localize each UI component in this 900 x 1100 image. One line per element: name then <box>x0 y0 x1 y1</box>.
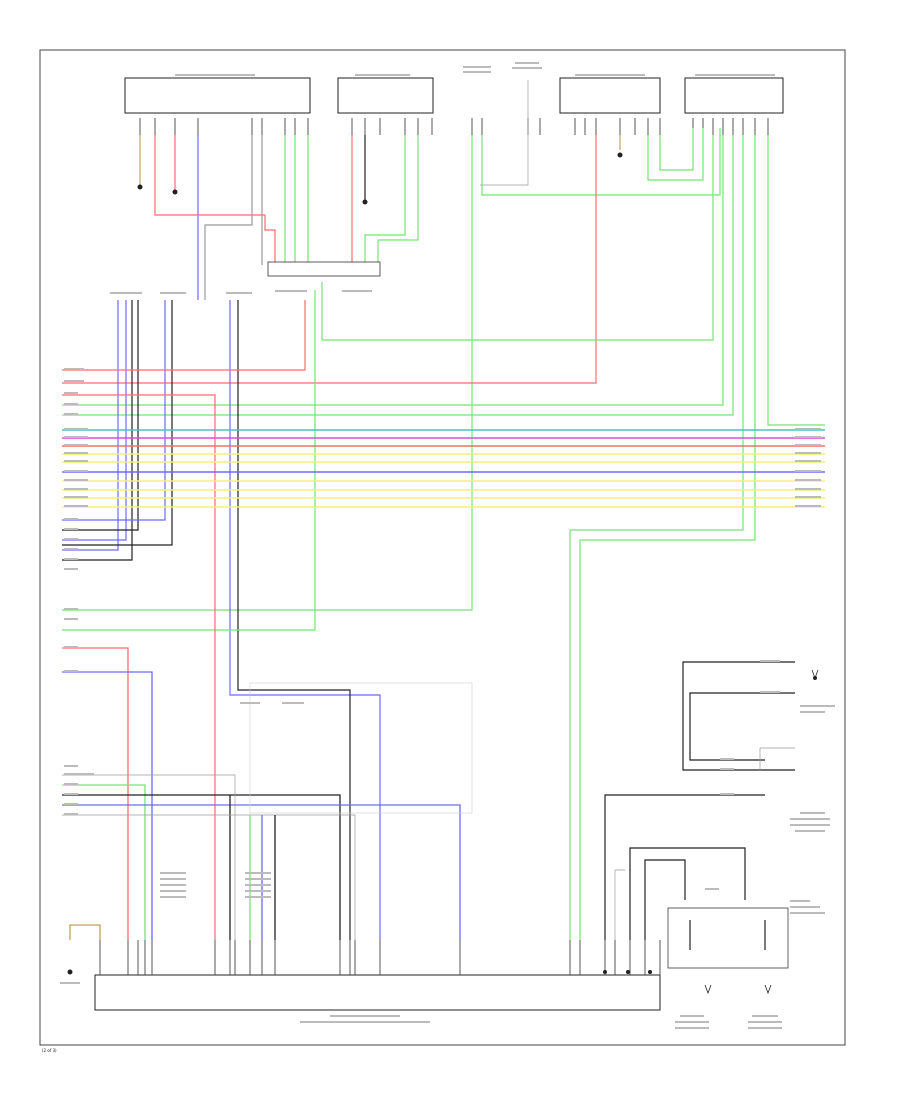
lower-left-wiring <box>62 647 473 940</box>
horizontal-bus <box>62 429 825 508</box>
lower-right-grounds <box>603 676 817 974</box>
lower-right-label-marks <box>675 660 835 1029</box>
antenna-symbols <box>704 669 819 995</box>
module-pins <box>139 118 769 135</box>
ground-bottom-left <box>60 969 80 984</box>
module-box-2 <box>337 77 434 114</box>
ground-symbols-top <box>137 152 623 205</box>
lower-right-wiring <box>604 661 795 969</box>
bottom-module-box <box>94 974 661 1011</box>
module-box-3 <box>559 77 661 114</box>
top-modules <box>124 62 784 114</box>
middle-connectors <box>110 290 372 294</box>
bus-label-marks-right <box>795 428 821 507</box>
top-wiring <box>62 80 825 940</box>
bottom-module-pins <box>99 940 661 975</box>
footer-code: (2 of 3) <box>42 1048 57 1053</box>
diagram-frame <box>39 49 846 1046</box>
module-box-4 <box>684 77 784 114</box>
middle-wiring <box>62 290 381 940</box>
bus-label-marks-left <box>64 368 88 620</box>
module-box-1 <box>124 77 311 114</box>
bottom-module-label-marks <box>300 1015 430 1023</box>
lower-left-label-marks <box>64 646 304 898</box>
